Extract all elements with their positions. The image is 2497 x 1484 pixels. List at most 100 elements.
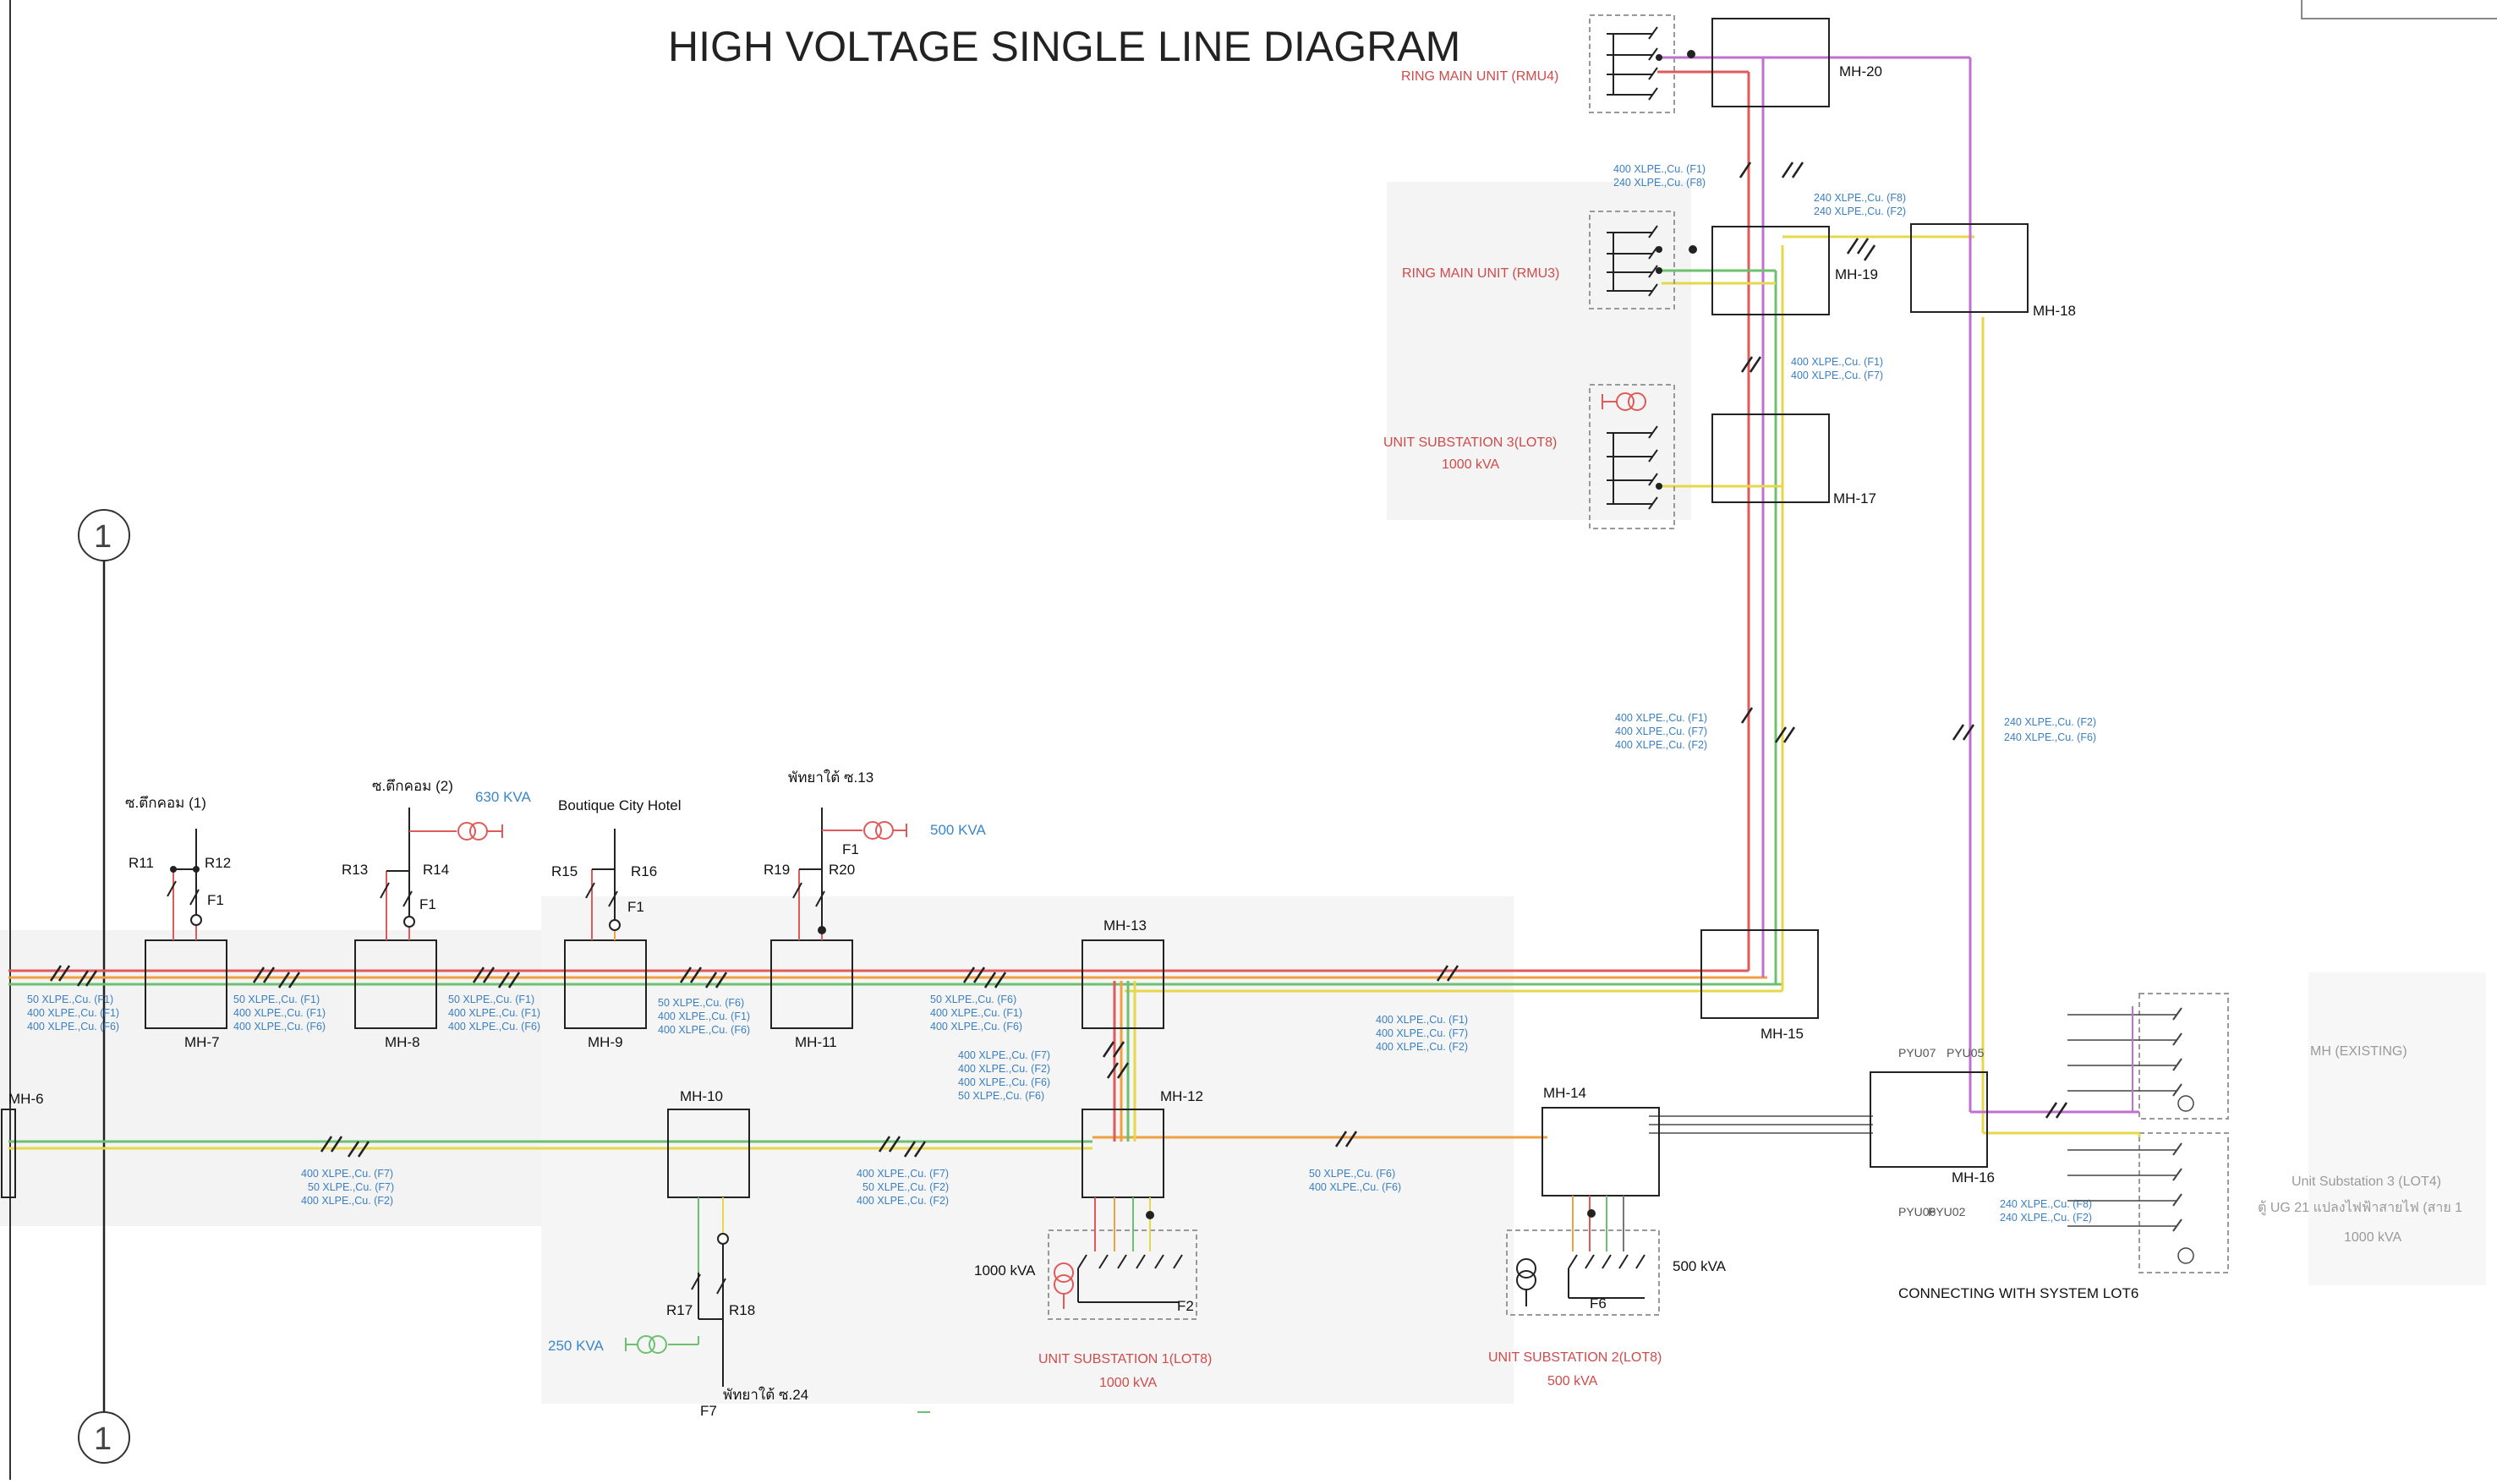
switch-label: R19 xyxy=(764,862,790,878)
cable-label: 50 XLPE.,Cu. (F6) xyxy=(658,997,744,1009)
cable-label: 400 XLPE.,Cu. (F2) xyxy=(958,1063,1050,1075)
grid-marker-bottom: 1 xyxy=(94,1421,112,1457)
lot4-kva: 1000 kVA xyxy=(2344,1230,2402,1245)
cable-label: 400 XLPE.,Cu. (F7) xyxy=(1376,1027,1468,1039)
cable-label: 400 XLPE.,Cu. (F7) xyxy=(857,1168,949,1180)
cable-label: 400 XLPE.,Cu. (F6) xyxy=(448,1021,540,1032)
rmu3-assembly xyxy=(1589,211,1697,309)
cable-label: 400 XLPE.,Cu. (F1) xyxy=(930,1007,1022,1019)
cable-label: 50 XLPE.,Cu. (F6) xyxy=(930,994,1016,1005)
cable-tick-marks xyxy=(49,162,2068,1158)
cable-label: 400 XLPE.,Cu. (F6) xyxy=(1309,1181,1401,1193)
cable-label: 240 XLPE.,Cu. (F8) xyxy=(1613,177,1706,189)
cable-label: 400 XLPE.,Cu. (F1) xyxy=(1791,356,1883,368)
pyu-label: PYU07 xyxy=(1898,1046,1936,1060)
mh13-mh12-link xyxy=(1113,981,1136,1142)
lower-feeder-bus xyxy=(8,1115,1873,1150)
feeder-label: F1 xyxy=(842,841,859,857)
diagram-title: HIGH VOLTAGE SINGLE LINE DIAGRAM xyxy=(668,23,1460,70)
cable-label: 400 XLPE.,Cu. (F6) xyxy=(930,1021,1022,1032)
tap-kva: 250 KVA xyxy=(548,1338,605,1354)
upper-feeder-bus xyxy=(8,969,1782,993)
substation-kva: 1000 kVA xyxy=(1442,457,1500,472)
lot6-connection xyxy=(2067,993,2229,1273)
label-mh20: MH-20 xyxy=(1839,63,1882,79)
cable-label: 400 XLPE.,Cu. (F1) xyxy=(27,1007,119,1019)
cable-label: 400 XLPE.,Cu. (F7) xyxy=(958,1049,1050,1061)
cable-label: 400 XLPE.,Cu. (F6) xyxy=(658,1024,750,1036)
switch-label: R16 xyxy=(631,863,657,879)
cable-label: 400 XLPE.,Cu. (F1) xyxy=(1613,163,1706,175)
substation-kva: 500 kVA xyxy=(1673,1258,1727,1274)
tap-label: พัทยาใต้ ซ.24 xyxy=(723,1386,808,1403)
cable-label: 50 XLPE.,Cu. (F1) xyxy=(233,994,320,1005)
label-mh6: MH-6 xyxy=(8,1091,44,1107)
unit-substation-3-lot8 xyxy=(1589,384,1675,529)
riser-mh15-mh20 xyxy=(1657,56,1974,991)
label-mh18: MH-18 xyxy=(2033,303,2076,319)
feeder-label: F1 xyxy=(207,892,224,908)
grid-marker-top: 1 xyxy=(94,519,112,555)
label-mh10: MH-10 xyxy=(680,1088,723,1104)
lot4-label-th: ตู้ UG 21 แปลงไฟฟ้าสายไฟ (สาย 1 xyxy=(2258,1199,2462,1216)
cable-label: 400 XLPE.,Cu. (F1) xyxy=(658,1010,750,1022)
feeder-label: F6 xyxy=(1590,1295,1607,1312)
tap-kva: 630 KVA xyxy=(475,789,532,805)
label-mh14: MH-14 xyxy=(1543,1085,1586,1101)
unit-substation-2 xyxy=(1506,1196,1660,1316)
unit-substation-1 xyxy=(1048,1197,1197,1320)
switch-label: R17 xyxy=(666,1302,693,1318)
feeder-label: F1 xyxy=(419,896,436,912)
label-mh9: MH-9 xyxy=(588,1034,623,1050)
cable-label: 400 XLPE.,Cu. (F7) xyxy=(1615,726,1707,737)
label-mh11: MH-11 xyxy=(795,1034,837,1050)
tap-kva: 500 KVA xyxy=(930,822,987,838)
cable-label: 240 XLPE.,Cu. (F2) xyxy=(2004,716,2096,728)
tap-label: ซ.ตึกคอม (2) xyxy=(372,778,453,794)
rmu-label: RING MAIN UNIT (RMU3) xyxy=(1402,266,1559,281)
tap-assembly-mh10 xyxy=(625,1197,729,1387)
cable-label: 240 XLPE.,Cu. (F8) xyxy=(1814,192,1906,204)
cable-label: 400 XLPE.,Cu. (F6) xyxy=(233,1021,326,1032)
switch-label: R18 xyxy=(729,1302,755,1318)
cable-label: 400 XLPE.,Cu. (F2) xyxy=(1615,739,1707,751)
label-mh16: MH-16 xyxy=(1952,1169,1995,1186)
tap-label: ซ.ตึกคอม (1) xyxy=(125,795,206,811)
substation-kva: 1000 kVA xyxy=(1099,1376,1158,1390)
lot4-label: Unit Substation 3 (LOT4) xyxy=(2292,1175,2441,1189)
connecting-label: CONNECTING WITH SYSTEM LOT6 xyxy=(1898,1285,2138,1301)
tap-assembly-mh11 xyxy=(792,808,907,940)
switch-label: R14 xyxy=(423,862,449,878)
junction-dots xyxy=(1656,54,1662,490)
cable-label: 400 XLPE.,Cu. (F6) xyxy=(958,1076,1050,1088)
label-mh13: MH-13 xyxy=(1103,917,1147,934)
label-mh19: MH-19 xyxy=(1835,266,1878,282)
cable-label: 400 XLPE.,Cu. (F2) xyxy=(857,1195,949,1207)
cable-label: 240 XLPE.,Cu. (F6) xyxy=(2004,731,2096,743)
switch-label: R20 xyxy=(829,862,855,878)
switch-label: R13 xyxy=(342,862,368,878)
label-mh7: MH-7 xyxy=(184,1034,220,1050)
manhole-boxes xyxy=(1,18,2029,1198)
cable-label: 50 XLPE.,Cu. (F2) xyxy=(862,1181,949,1193)
cable-label: 240 XLPE.,Cu. (F2) xyxy=(1814,205,1906,217)
label-mh-existing: MH (EXISTING) xyxy=(2310,1044,2407,1059)
cable-label: 50 XLPE.,Cu. (F7) xyxy=(308,1181,394,1193)
cable-label: 50 XLPE.,Cu. (F1) xyxy=(448,994,534,1005)
cable-label: 400 XLPE.,Cu. (F7) xyxy=(301,1168,393,1180)
cable-label: 50 XLPE.,Cu. (F6) xyxy=(958,1090,1044,1102)
substation-kva: 500 kVA xyxy=(1547,1374,1598,1388)
label-mh8: MH-8 xyxy=(385,1034,420,1050)
rmu4-assembly xyxy=(1589,14,1695,113)
cable-labels: 50 XLPE.,Cu. (F1) 400 XLPE.,Cu. (F1) 400… xyxy=(27,163,2096,1224)
cable-label: 50 XLPE.,Cu. (F1) xyxy=(27,994,113,1005)
cable-label: 400 XLPE.,Cu. (F1) xyxy=(1615,712,1707,724)
cable-label: 400 XLPE.,Cu. (F7) xyxy=(1791,370,1883,381)
cable-label: 240 XLPE.,Cu. (F8) xyxy=(2000,1198,2092,1210)
tap-label: พัทยาใต้ ซ.13 xyxy=(788,769,873,786)
tap-label: Boutique City Hotel xyxy=(558,797,682,813)
feeder-label: F2 xyxy=(1177,1298,1194,1314)
substation-label: UNIT SUBSTATION 3(LOT8) xyxy=(1383,435,1557,450)
switch-label: R11 xyxy=(129,855,154,871)
